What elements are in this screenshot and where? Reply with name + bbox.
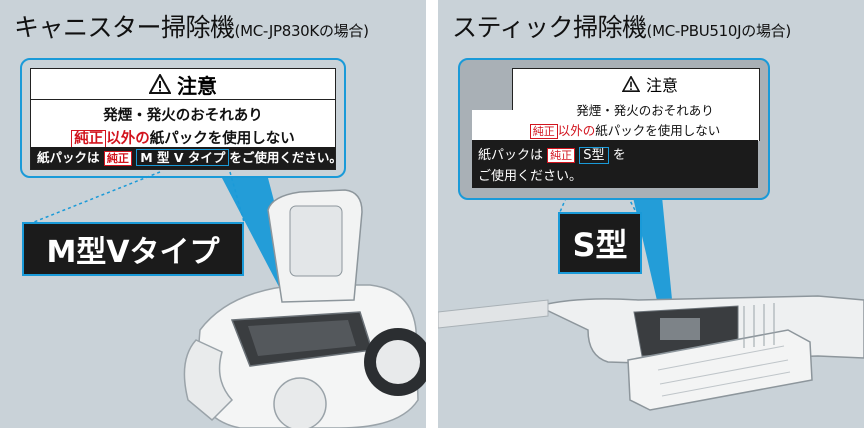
caution-header: 注意 [560, 72, 740, 96]
canister-title-text: キャニスター掃除機 [14, 13, 235, 42]
bar-pre-text: 紙パックは [37, 150, 100, 165]
stick-title-text: スティック掃除機 [452, 13, 647, 42]
canister-panel: キャニスター掃除機(MC-JP830Kの場合) 注意 発煙・発火のおそれあり 純… [0, 0, 426, 428]
stick-caution-label: 注意 発煙・発火のおそれあり 純正以外の紙パックを使用しない 紙パックは 純正 … [472, 68, 760, 188]
bag-type-bar: 紙パックは 純正 M 型 V タイプをご使用ください。 [31, 147, 342, 169]
bar-bag-type: S型 [579, 147, 609, 164]
bar-bag-type: M 型 V タイプ [136, 149, 230, 166]
label-line-genuine-only: 純正以外の紙パックを使用しない [492, 120, 758, 139]
except-text: 以外の [557, 123, 596, 138]
canister-title-model: (MC-JP830Kの場合) [234, 22, 369, 40]
caution-word: 注意 [177, 73, 217, 98]
bar-post-text: を [612, 148, 626, 163]
stick-title-model: (MC-PBU510Jの場合) [646, 22, 792, 40]
bar-genuine-mark: 純正 [103, 151, 132, 166]
caution-header: 注意 [31, 69, 335, 100]
bag-type-bar: 紙パックは 純正 S型 を ご使用ください。 [472, 140, 758, 188]
stick-title: スティック掃除機(MC-PBU510Jの場合) [452, 8, 791, 44]
bar-genuine-mark: 純正 [547, 148, 576, 163]
stick-vacuum-illustration [438, 169, 864, 411]
do-not-use-text: 紙パックを使用しない [149, 131, 295, 147]
bar-pre-text: 紙パックは [478, 148, 544, 163]
canister-caution-label: 注意 発煙・発火のおそれあり 純正以外の紙パックを使用しない 紙パックは 純正 … [30, 68, 342, 170]
bag-type-callout: M型Vタイプ [22, 222, 244, 276]
bar-post-text: をご使用ください。 [229, 150, 342, 165]
stick-panel: スティック掃除機(MC-PBU510Jの場合) 注意 発煙・発火のおそれあり 純… [438, 0, 864, 428]
caution-word: 注意 [645, 76, 678, 95]
canister-label-frame [20, 58, 346, 178]
label-line-smoke-fire: 発煙・発火のおそれあり [576, 103, 714, 118]
genuine-mark: 純正 [529, 124, 558, 139]
except-text: 以外の [106, 131, 150, 147]
bar-line2-text: ご使用ください。 [478, 169, 583, 184]
bag-type-callout: S型 [558, 212, 642, 274]
label-line-smoke-fire: 発煙・発火のおそれあり [103, 108, 263, 124]
warning-triangle-icon [149, 74, 171, 94]
warning-triangle-icon [621, 76, 640, 92]
stick-label-white-wide [472, 110, 758, 140]
canister-vacuum-illustration [33, 171, 426, 428]
canister-title: キャニスター掃除機(MC-JP830Kの場合) [14, 8, 369, 44]
do-not-use-text: 紙パックを使用しない [595, 123, 721, 138]
label-line-genuine-only: 純正以外の紙パックを使用しない [31, 127, 335, 148]
genuine-mark: 純正 [71, 130, 107, 148]
